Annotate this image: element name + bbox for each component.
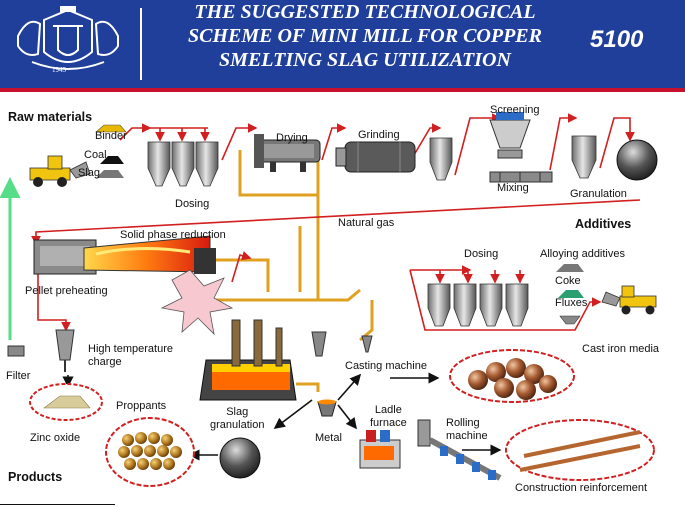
black-arrows bbox=[62, 372, 502, 461]
bottom-rule bbox=[0, 504, 115, 505]
screen-icon bbox=[489, 112, 553, 183]
hopper-icon bbox=[427, 283, 529, 327]
pellet-preheating-unit bbox=[33, 235, 216, 275]
label-construction-reinforcement: Construction reinforcement bbox=[515, 482, 648, 494]
label-casting-machine: Casting machine bbox=[345, 360, 427, 372]
label-high-temperature-charge: High temperature charge bbox=[88, 343, 173, 368]
label-fluxes: Fluxes bbox=[555, 297, 588, 309]
hopper-icon bbox=[429, 137, 453, 181]
label-slag-granulation: Slag granulation bbox=[210, 406, 265, 431]
label-pellet-preheating: Pellet preheating bbox=[25, 285, 108, 297]
title-line-2: SCHEME OF MINI MILL FOR COPPER bbox=[188, 25, 542, 47]
flow-lines bbox=[31, 113, 641, 332]
filter-icon bbox=[7, 329, 75, 372]
slag-granulator-icon bbox=[219, 437, 261, 479]
title-line-3: SMELTING SLAG UTILIZATION bbox=[219, 49, 511, 71]
loader-truck-icon bbox=[29, 155, 91, 187]
additive-piles bbox=[556, 264, 584, 325]
zinc-oxide-pile bbox=[43, 395, 91, 409]
header-red-strip bbox=[0, 88, 685, 92]
ladle-icon bbox=[317, 399, 337, 417]
ball-mill-icon bbox=[335, 141, 416, 173]
ladle-furnace-icon bbox=[359, 430, 401, 469]
title-line-1: THE SUGGESTED TECHNOLOGICAL bbox=[194, 1, 536, 23]
label-proppants: Proppants bbox=[116, 400, 167, 412]
gas-pipes bbox=[200, 150, 374, 342]
furnace-icon bbox=[199, 319, 320, 401]
loader-truck-icon bbox=[601, 285, 657, 315]
header-divider bbox=[140, 8, 142, 80]
label-filter: Filter bbox=[6, 370, 31, 382]
construction-reinforcement-ellipse bbox=[505, 419, 655, 481]
hopper-icon bbox=[571, 135, 597, 179]
label-additives: Additives bbox=[575, 217, 632, 231]
label-coke: Coke bbox=[555, 275, 581, 287]
label-binder: Binder bbox=[95, 130, 127, 142]
page-title: THE SUGGESTED TECHNOLOGICAL SCHEME OF MI… bbox=[150, 0, 580, 72]
rolling-machine-icon bbox=[417, 419, 502, 481]
pelletizer-icon bbox=[616, 139, 658, 181]
label-granulation: Granulation bbox=[570, 188, 627, 200]
label-grinding: Grinding bbox=[358, 129, 400, 141]
label-zinc-oxide: Zinc oxide bbox=[30, 432, 81, 444]
sphere-icon bbox=[468, 358, 557, 400]
logo-year: 1943 bbox=[52, 66, 66, 74]
label-mixing: Mixing bbox=[497, 182, 529, 194]
university-logo-icon bbox=[17, 6, 119, 70]
label-screening: Screening bbox=[490, 104, 540, 116]
header-banner: 1943 THE SUGGESTED TECHNOLOGICAL SCHEME … bbox=[0, 0, 685, 92]
feeder-icon bbox=[311, 331, 373, 357]
rebar-icon bbox=[519, 430, 641, 472]
label-alloying-additives: Alloying additives bbox=[540, 248, 625, 260]
badge-5100: 5100 bbox=[590, 26, 644, 53]
explosion-icon bbox=[160, 269, 234, 336]
label-drying: Drying bbox=[276, 132, 308, 144]
label-raw-materials: Raw materials bbox=[8, 110, 93, 124]
label-products: Products bbox=[8, 470, 63, 484]
label-coal: Coal bbox=[84, 149, 107, 161]
process-diagram bbox=[0, 112, 658, 487]
label-slag: Slag bbox=[78, 167, 101, 179]
label-metal: Metal bbox=[315, 432, 342, 444]
hopper-icon bbox=[147, 141, 219, 187]
rotary-kiln-icon bbox=[254, 134, 321, 172]
label-dosing-right: Dosing bbox=[464, 248, 499, 260]
label-cast-iron-media: Cast iron media bbox=[582, 343, 660, 355]
proppants-granules bbox=[118, 432, 182, 470]
raw-material-piles bbox=[95, 124, 127, 178]
label-natural-gas: Natural gas bbox=[338, 217, 395, 229]
label-rolling-machine: Rolling machine bbox=[446, 417, 488, 442]
label-ladle-furnace: Ladle furnace bbox=[370, 404, 407, 429]
label-dosing-top: Dosing bbox=[175, 198, 210, 210]
label-solid-phase-reduction: Solid phase reduction bbox=[120, 229, 226, 241]
